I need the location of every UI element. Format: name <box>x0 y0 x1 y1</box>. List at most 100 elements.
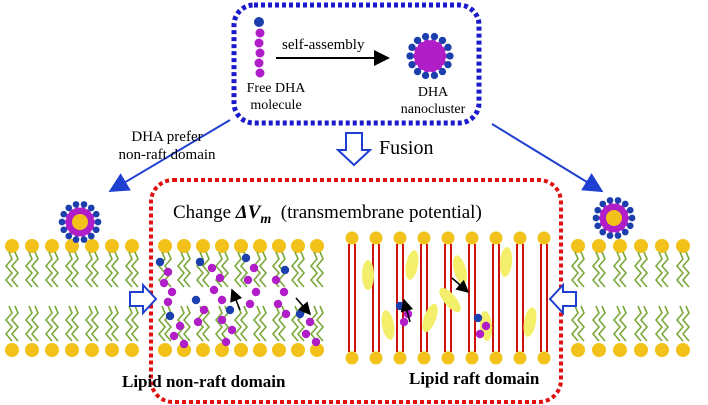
lipid-tail <box>110 305 120 342</box>
lipid-head <box>234 239 248 253</box>
lipid-tail <box>214 305 224 342</box>
dha-bead <box>473 313 483 323</box>
title-suffix: (transmembrane potential) <box>271 202 482 223</box>
non-raft-domain-label: Lipid non-raft domain <box>122 372 286 391</box>
dha-bead <box>221 337 231 347</box>
lipid-tail <box>252 305 262 342</box>
lipid-head <box>45 343 59 357</box>
lipid-tail <box>591 305 601 342</box>
lipid-tail <box>233 305 243 342</box>
dha-head <box>594 206 602 214</box>
lipid-head <box>215 239 229 253</box>
lipid-head <box>606 210 622 226</box>
lipid-tail <box>639 251 649 288</box>
cholesterol <box>422 303 438 333</box>
dha-head <box>406 52 414 60</box>
dha-head <box>444 60 452 69</box>
dha-bead <box>191 295 201 305</box>
movement-arrow <box>295 297 312 316</box>
lipid-tail <box>30 305 40 342</box>
lipid-tail <box>176 251 186 288</box>
dha-head <box>80 201 88 208</box>
lipid-tail <box>157 305 167 342</box>
dha-bead <box>243 275 253 285</box>
dha-head <box>599 200 607 208</box>
dha-bead <box>165 311 175 321</box>
dha-bead <box>169 331 179 341</box>
lipid-head <box>465 351 479 365</box>
dha-head <box>621 200 629 208</box>
dha-prefer-note: DHA prefer non-raft domain <box>92 130 242 163</box>
dha-bead <box>167 287 177 297</box>
dha-bead <box>301 329 311 339</box>
lipid-head <box>634 239 648 253</box>
dha-head <box>430 71 439 80</box>
dha-head <box>430 32 439 41</box>
dha-bead <box>195 257 205 267</box>
dha-head <box>65 232 73 240</box>
lipid-head <box>72 214 88 230</box>
dha-bead <box>175 321 185 331</box>
lipid-tail <box>70 251 80 288</box>
lipid-tail <box>591 251 601 288</box>
lipid-head <box>676 239 690 253</box>
lipid-head <box>571 239 585 253</box>
lipid-head <box>85 239 99 253</box>
dha-bead <box>280 265 290 275</box>
arrow-to-right-membrane <box>491 123 604 193</box>
lipid-tail <box>182 305 192 342</box>
lipid-tail <box>576 305 586 342</box>
dha-bead <box>217 295 227 305</box>
dha-nanocluster-icon <box>406 32 454 80</box>
nanocluster-label-line2: nanocluster <box>400 102 466 117</box>
dha-head <box>72 236 80 243</box>
dha-bead <box>437 46 446 55</box>
dha-bead <box>620 209 629 217</box>
free-dha-label-line1: Free DHA <box>246 81 306 96</box>
lipid-tail <box>70 305 80 342</box>
dha-nanocluster <box>406 32 454 80</box>
lipid-head <box>613 239 627 253</box>
lipid-tail <box>576 251 586 288</box>
lipid-tail <box>612 305 622 342</box>
dha-head <box>438 36 447 45</box>
lipid-head <box>45 239 59 253</box>
lipid-head <box>105 239 119 253</box>
lipid-head <box>125 343 139 357</box>
lipid-head <box>369 231 383 245</box>
lipid-head <box>234 343 248 357</box>
lipid-tail <box>130 251 140 288</box>
lipid-tail <box>130 305 140 342</box>
free-dha-label-line2: molecule <box>250 98 302 113</box>
dha-head <box>621 228 629 236</box>
lipid-head <box>177 239 191 253</box>
lipid-head <box>196 239 210 253</box>
dha-head <box>413 67 422 76</box>
lipid-tail <box>10 251 20 288</box>
lipid-head <box>417 231 431 245</box>
lipid-head <box>5 239 19 253</box>
movement-arrow <box>230 288 243 311</box>
dha-head <box>614 232 622 239</box>
lipid-tail <box>50 305 60 342</box>
left-side-arrow-icon <box>129 282 158 316</box>
lipid-tail <box>675 251 685 288</box>
nanocluster-label: DHA nanocluster <box>388 86 478 117</box>
lipid-head <box>537 351 551 365</box>
lipid-head <box>655 239 669 253</box>
dha-bead <box>281 309 291 319</box>
lipid-tail <box>201 251 211 288</box>
lipid-tail <box>182 251 192 288</box>
lipid-head <box>676 343 690 357</box>
dha-head <box>606 197 614 204</box>
lipid-tail <box>233 251 243 288</box>
lipid-head <box>369 351 383 365</box>
raft-domain-label: Lipid raft domain <box>409 369 540 388</box>
lipid-head <box>441 231 455 245</box>
lipid-tail <box>44 251 54 288</box>
lipid-head <box>465 231 479 245</box>
dha-bead <box>163 297 173 307</box>
lipid-head <box>417 351 431 365</box>
lipid-head <box>489 351 503 365</box>
lipid-head <box>441 351 455 365</box>
